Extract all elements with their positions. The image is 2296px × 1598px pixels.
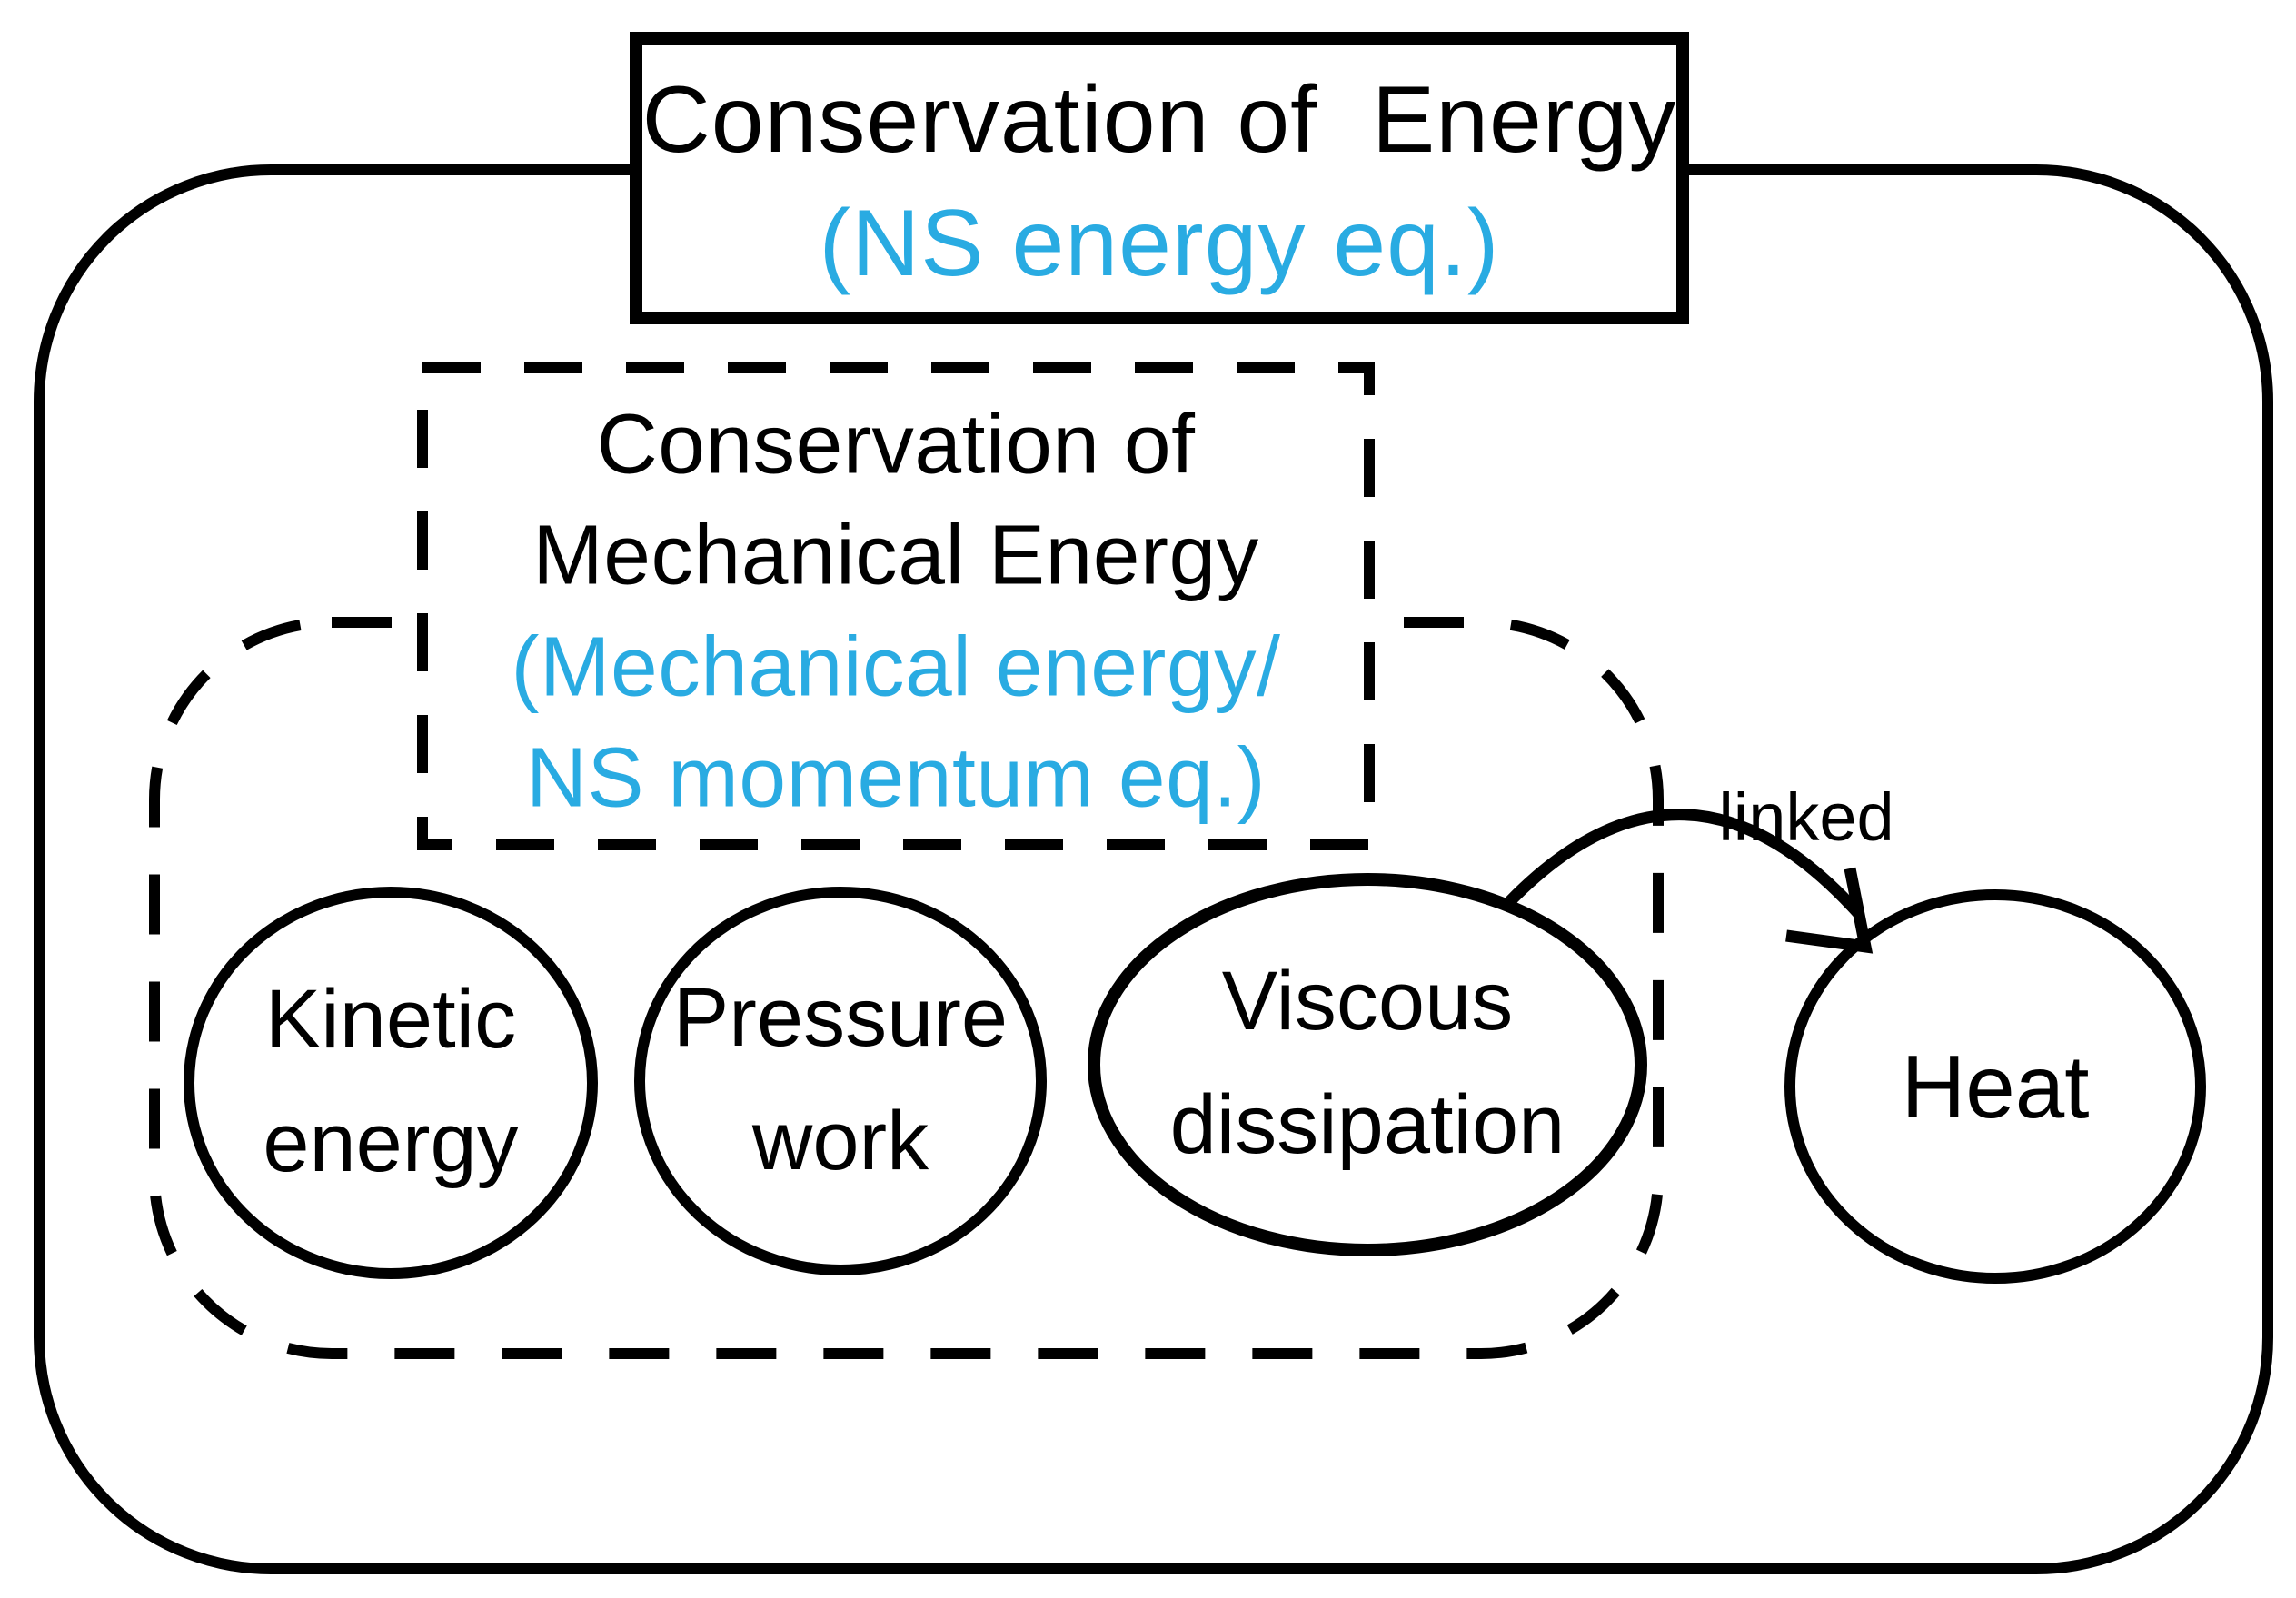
mechanical-subtitle-line1: (Mechanical energy/ <box>511 619 1281 714</box>
energy-title: Conservation of Energy <box>641 67 1677 173</box>
mechanical-subtitle-line2: NS momentum eq.) <box>525 730 1267 825</box>
pressure-work-node-shape <box>634 887 1047 1275</box>
viscous-dissipation-node-shape <box>1088 873 1647 1256</box>
linked-arrow-curve <box>1506 809 1863 918</box>
linked-label: linked <box>1718 779 1894 855</box>
linked-arrowhead <box>1785 867 1874 954</box>
viscous-dissipation-label-line1: Viscous <box>1221 955 1514 1047</box>
heat-label: Heat <box>1901 1037 2090 1136</box>
mechanical-title-line2: Mechanical Energy <box>532 507 1259 602</box>
energy-subtitle: (NS energy eq.) <box>819 191 1500 296</box>
kinetic-energy-label-line1: Kinetic <box>264 973 517 1066</box>
energy-title-box <box>630 32 1689 324</box>
viscous-dissipation-label-line2: dissipation <box>1169 1078 1565 1171</box>
kinetic-energy-node-shape <box>184 887 598 1279</box>
heat-node-shape <box>1784 889 2206 1284</box>
pressure-work-label-line1: Pressure <box>672 971 1009 1064</box>
mechanical-title-line1: Conservation of <box>596 396 1196 491</box>
mechanical-energy-box <box>417 362 1375 850</box>
pressure-work-label-line2: work <box>751 1095 929 1187</box>
kinetic-energy-label-line2: energy <box>263 1097 519 1189</box>
